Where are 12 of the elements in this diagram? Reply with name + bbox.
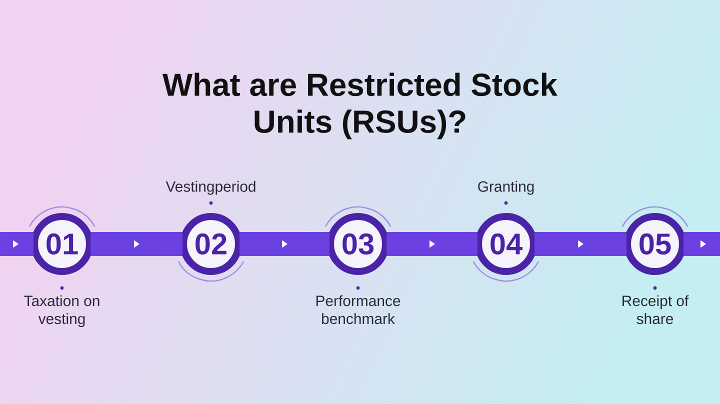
timeline-arrow (90, 232, 182, 256)
step-label: Receipt of share (622, 295, 689, 324)
timeline-arrow (240, 232, 330, 256)
step-label: Vestingperiod (166, 180, 256, 195)
step-label: Taxation on vesting (24, 295, 100, 328)
title: What are Restricted Stock Units (RSUs)? (162, 72, 558, 140)
timeline-arrow (386, 232, 478, 256)
timeline-arrow (534, 232, 626, 256)
timeline-arrow (684, 232, 720, 256)
timeline-arrow (0, 232, 34, 256)
step-label: Granting (478, 180, 534, 195)
step-label: Performance benchmark (316, 295, 400, 324)
